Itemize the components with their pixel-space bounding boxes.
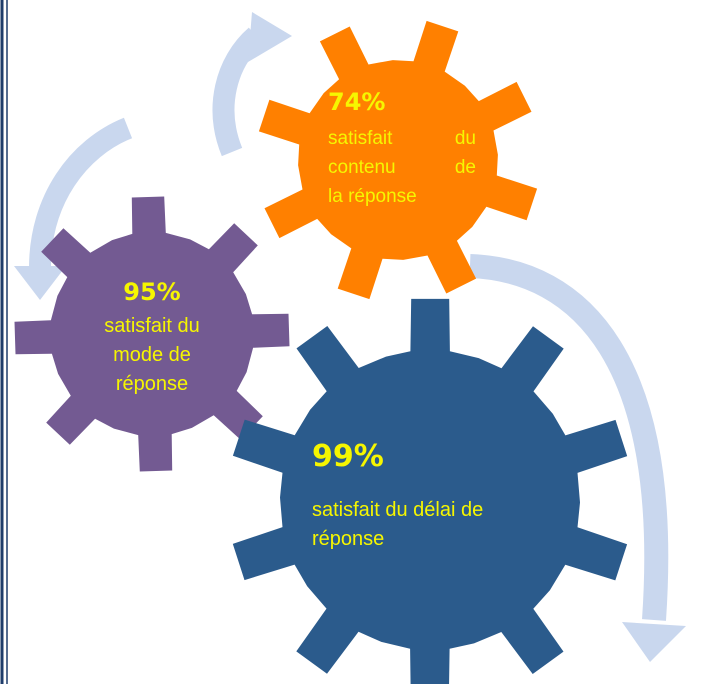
gear-orange <box>258 20 538 300</box>
gear-purple-line2: mode de <box>113 344 191 366</box>
gear-orange-line2-right: de <box>455 157 476 178</box>
gear-purple <box>14 196 290 472</box>
curved-arrow-top-head <box>248 12 292 62</box>
gear-blue-percent: 99% <box>312 439 384 474</box>
curved-arrow-right <box>469 254 669 621</box>
curved-arrow-left <box>29 117 133 269</box>
curved-arrow-right-head <box>622 622 686 662</box>
gear-purple-percent: 95% <box>123 278 180 306</box>
curved-arrow-left-head <box>14 266 66 300</box>
gear-blue <box>232 298 628 684</box>
gear-purple-label: 95% satisfait du mode de réponse <box>104 278 200 395</box>
gear-purple-line3: réponse <box>116 373 188 395</box>
gear-blue-label: 99% satisfait du délai de réponse <box>312 439 483 550</box>
gear-blue-line2: réponse <box>312 528 384 550</box>
page-border <box>0 0 8 684</box>
gear-purple-line1: satisfait du <box>104 315 200 337</box>
gear-orange-line2-left: contenu <box>328 157 396 178</box>
gear-orange-line1-right: du <box>455 128 476 149</box>
gear-orange-line1-left: satisfait <box>328 128 393 149</box>
curved-arrow-top <box>212 27 264 157</box>
gear-blue-line1: satisfait du délai de <box>312 499 483 521</box>
cycle-arrows <box>14 12 686 662</box>
gear-orange-line3: la réponse <box>328 186 417 207</box>
gear-orange-label: 74% satisfait du contenu de la réponse <box>328 88 476 207</box>
gear-orange-percent: 74% <box>328 88 385 116</box>
